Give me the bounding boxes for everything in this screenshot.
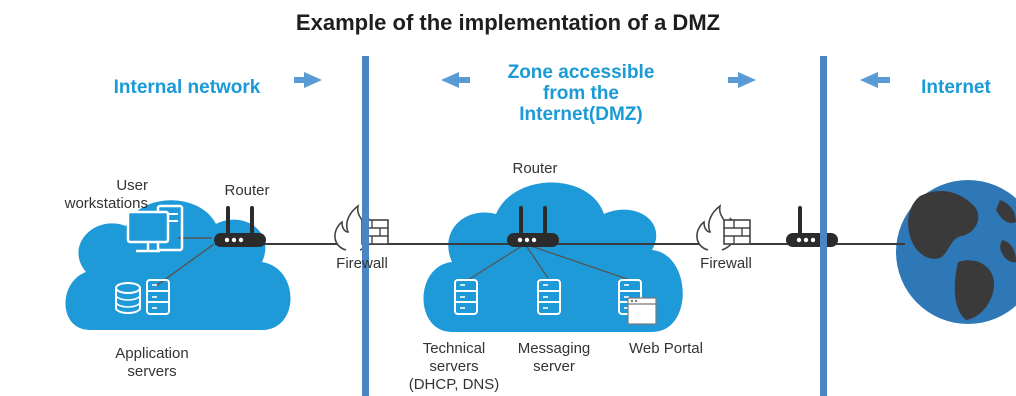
globe-icon bbox=[896, 180, 1016, 324]
divider-dmz-internet bbox=[820, 56, 827, 396]
zone-internal-network: Internal network bbox=[113, 77, 261, 98]
router-internal-label: Router bbox=[224, 182, 270, 199]
firewall-right-label: Firewall bbox=[700, 255, 752, 272]
web-portal-label: Web Portal bbox=[629, 340, 703, 357]
firewall-icon bbox=[334, 205, 389, 251]
arrow-right-icon bbox=[294, 72, 322, 88]
internal-network-cloud bbox=[65, 200, 291, 330]
router-icon bbox=[784, 206, 840, 249]
zone-dmz-line1: Zone accessible bbox=[507, 62, 655, 83]
dmz-cloud bbox=[423, 182, 683, 332]
zone-dmz-line2: from the bbox=[543, 83, 619, 104]
arrow-right-icon bbox=[728, 72, 756, 88]
firewall-left-label: Firewall bbox=[336, 255, 388, 272]
web-portal-icon bbox=[618, 279, 657, 325]
workstation-icon bbox=[126, 204, 184, 253]
zone-dmz-line3: Internet(DMZ) bbox=[519, 104, 643, 125]
router-dmz-label: Router bbox=[512, 160, 558, 177]
zone-dmz: Zone accessible from the Internet(DMZ) bbox=[486, 62, 676, 125]
user-workstations-label: User workstations bbox=[64, 177, 148, 212]
divider-internal-dmz bbox=[362, 56, 369, 396]
database-icon bbox=[115, 282, 141, 314]
diagram-title: Example of the implementation of a DMZ bbox=[295, 10, 721, 35]
arrow-left-icon bbox=[441, 72, 470, 88]
application-servers-label: Application servers bbox=[115, 345, 189, 380]
arrow-left-icon bbox=[860, 72, 890, 88]
firewall-icon bbox=[696, 205, 751, 251]
technical-servers-label: Technical servers (DHCP, DNS) bbox=[408, 340, 500, 393]
zone-internet: Internet bbox=[921, 77, 991, 98]
messaging-server-label: Messaging server bbox=[517, 340, 591, 375]
